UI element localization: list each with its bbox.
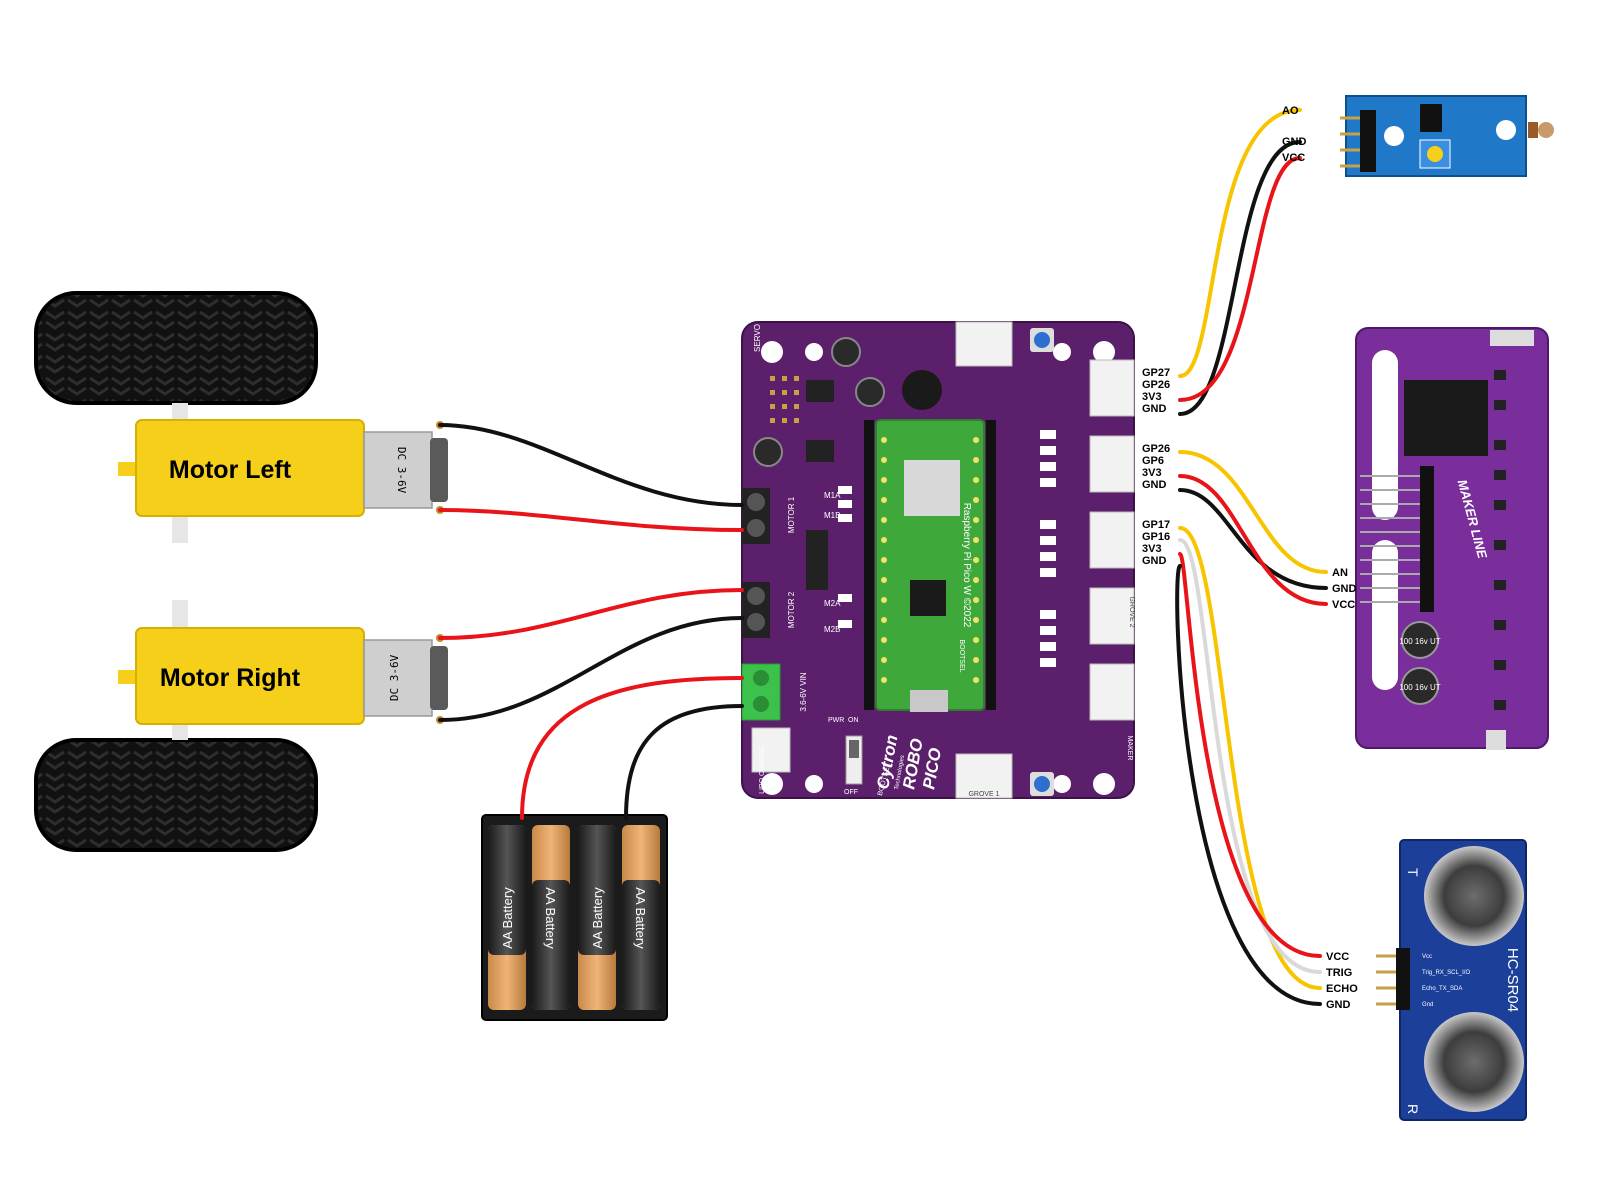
grove-connector — [1089, 587, 1135, 645]
pin-labels-grove-mid: GP26 GP6 3V3 GND — [1142, 443, 1170, 491]
pin-label: 3V3 — [1142, 391, 1162, 403]
sr04-pin-name: Echo_TX_SDA — [1422, 986, 1462, 992]
sr04-pin-name: Trig_RX_SCL_I/O — [1422, 970, 1470, 976]
wire-ao-yellow — [1178, 108, 1302, 378]
wheel-bottom — [34, 738, 318, 852]
grove1-label: GROVE 1 — [968, 791, 999, 798]
wire-motor-right-red — [438, 588, 744, 640]
brand-sub: Technologies — [894, 755, 906, 791]
motor2-label: MOTOR 2 — [787, 591, 796, 628]
pin-label: GP16 — [1142, 531, 1170, 543]
line-pin-label: VCC — [1332, 599, 1355, 611]
ldr-sensor-module: AO GND VCC — [1282, 95, 1554, 177]
grove-connector — [1089, 359, 1135, 417]
pin-label: 3V3 — [1142, 543, 1162, 555]
m1b-label: M1B — [824, 511, 840, 520]
wire-motor-left-black — [438, 423, 744, 507]
lipo-label: LIPO CHARGE — [759, 746, 766, 794]
motor1-label: MOTOR 1 — [787, 496, 796, 533]
sr04-pin-label: GND — [1326, 999, 1351, 1011]
battery-cell: AA Battery — [488, 825, 526, 1010]
line-pin-label: GND — [1332, 583, 1357, 595]
line-pin-label: AN — [1332, 567, 1348, 579]
sr04-pin-name: Vcc — [1422, 954, 1432, 960]
motor-right-spec: DC 3-6V — [388, 654, 401, 701]
wheel-top — [34, 291, 318, 405]
ultrasonic-sensor: Vcc Trig_RX_SCL_I/O Echo_TX_SDA Gnd HC-S… — [1326, 839, 1527, 1121]
m1a-label: M1A — [824, 491, 841, 500]
motor-right: Motor Right DC 3-6V — [118, 627, 448, 725]
pin-label: GP26 — [1142, 379, 1170, 391]
maker-label: MAKER — [1126, 736, 1133, 761]
wire-motor-right-black — [438, 616, 744, 722]
ldr-pin-label: AO — [1282, 105, 1299, 117]
sr04-model: HC-SR04 — [1504, 948, 1521, 1012]
cap-label: 100 16v UT — [1399, 683, 1440, 692]
off-label: OFF — [844, 789, 858, 796]
pin-label: GND — [1142, 555, 1167, 567]
sr04-t-mark: T — [1405, 868, 1421, 877]
wire-line-vcc-red — [1178, 474, 1328, 606]
servo-label: SERVO — [753, 324, 762, 352]
pin-label: GP26 — [1142, 443, 1170, 455]
maker-line-sensor: 100 16v UT 100 16v UT MAKER LINE AN GND … — [1332, 327, 1549, 750]
pin-labels-grove-bot: GP17 GP16 3V3 GND — [1142, 519, 1170, 567]
wires — [438, 108, 1328, 1006]
pin-label: GP6 — [1142, 455, 1164, 467]
battery-cell: AA Battery — [532, 825, 570, 1010]
ldr-pin-label: GND — [1282, 136, 1307, 148]
raspberry-pi-pico: Raspberry Pi Pico W ©2022 — [875, 419, 985, 712]
pin-label: GND — [1142, 479, 1167, 491]
motor-left-label: Motor Left — [169, 456, 292, 484]
cap-label: 100 16v UT — [1399, 637, 1440, 646]
grove-connector — [1089, 511, 1135, 569]
motor-left-spec: DC 3-6V — [395, 447, 408, 494]
pin-label: GND — [1142, 403, 1167, 415]
sr04-pin-label: ECHO — [1326, 983, 1358, 995]
wire-ldr-gnd-black — [1178, 140, 1302, 416]
pwr-label: PWR — [828, 717, 844, 724]
grove2-label: GROVE 2 — [1128, 596, 1135, 627]
pin-label: GP17 — [1142, 519, 1170, 531]
wire-battery-black — [624, 704, 744, 820]
battery-cell: AA Battery — [578, 825, 616, 1010]
on-label: ON — [848, 717, 859, 724]
wire-motor-left-red — [438, 508, 744, 532]
robo-pico-board: Raspberry Pi Pico W ©2022 GROVE 1 GROVE … — [741, 321, 1135, 799]
grove-connector — [1089, 435, 1135, 493]
pico-label: Raspberry Pi Pico W ©2022 — [961, 503, 972, 628]
wire-an-yellow — [1178, 450, 1328, 574]
m2a-label: M2A — [824, 599, 841, 608]
battery-label: AA Battery — [500, 887, 515, 949]
wire-ldr-vcc-red — [1178, 156, 1302, 402]
battery-cell: AA Battery — [622, 825, 660, 1010]
battery-label: AA Battery — [543, 887, 558, 949]
battery-holder: AA Battery AA Battery AA Battery AA Batt… — [481, 814, 668, 1021]
wire-sr04-gnd-black — [1175, 564, 1322, 1006]
pin-labels-grove-top: GP27 GP26 3V3 GND — [1142, 367, 1170, 415]
m2b-label: M2B — [824, 625, 840, 634]
vin-label: 3.6-6V VIN — [799, 672, 808, 711]
motor-right-label: Motor Right — [160, 664, 301, 692]
wire-line-gnd-black — [1178, 488, 1328, 590]
bootsel-label-2: BOOTSEL — [958, 639, 965, 672]
sr04-pin-label: TRIG — [1326, 967, 1352, 979]
wire-battery-red — [520, 676, 744, 820]
motor-left: Motor Left DC 3-6V — [118, 419, 448, 517]
wire-sr04-vcc-red — [1178, 552, 1322, 958]
pin-label: GP27 — [1142, 367, 1170, 379]
battery-label: AA Battery — [633, 887, 648, 949]
sr04-r-mark: R — [1405, 1104, 1421, 1114]
grove-connector — [1089, 663, 1135, 721]
pin-label: 3V3 — [1142, 467, 1162, 479]
sr04-pin-label: VCC — [1326, 951, 1349, 963]
wire-trig-white — [1178, 538, 1322, 974]
ldr-pin-label: VCC — [1282, 152, 1305, 164]
sr04-pin-name: Gnd — [1422, 1002, 1433, 1008]
wire-echo-yellow — [1178, 526, 1322, 990]
battery-label: AA Battery — [590, 887, 605, 949]
